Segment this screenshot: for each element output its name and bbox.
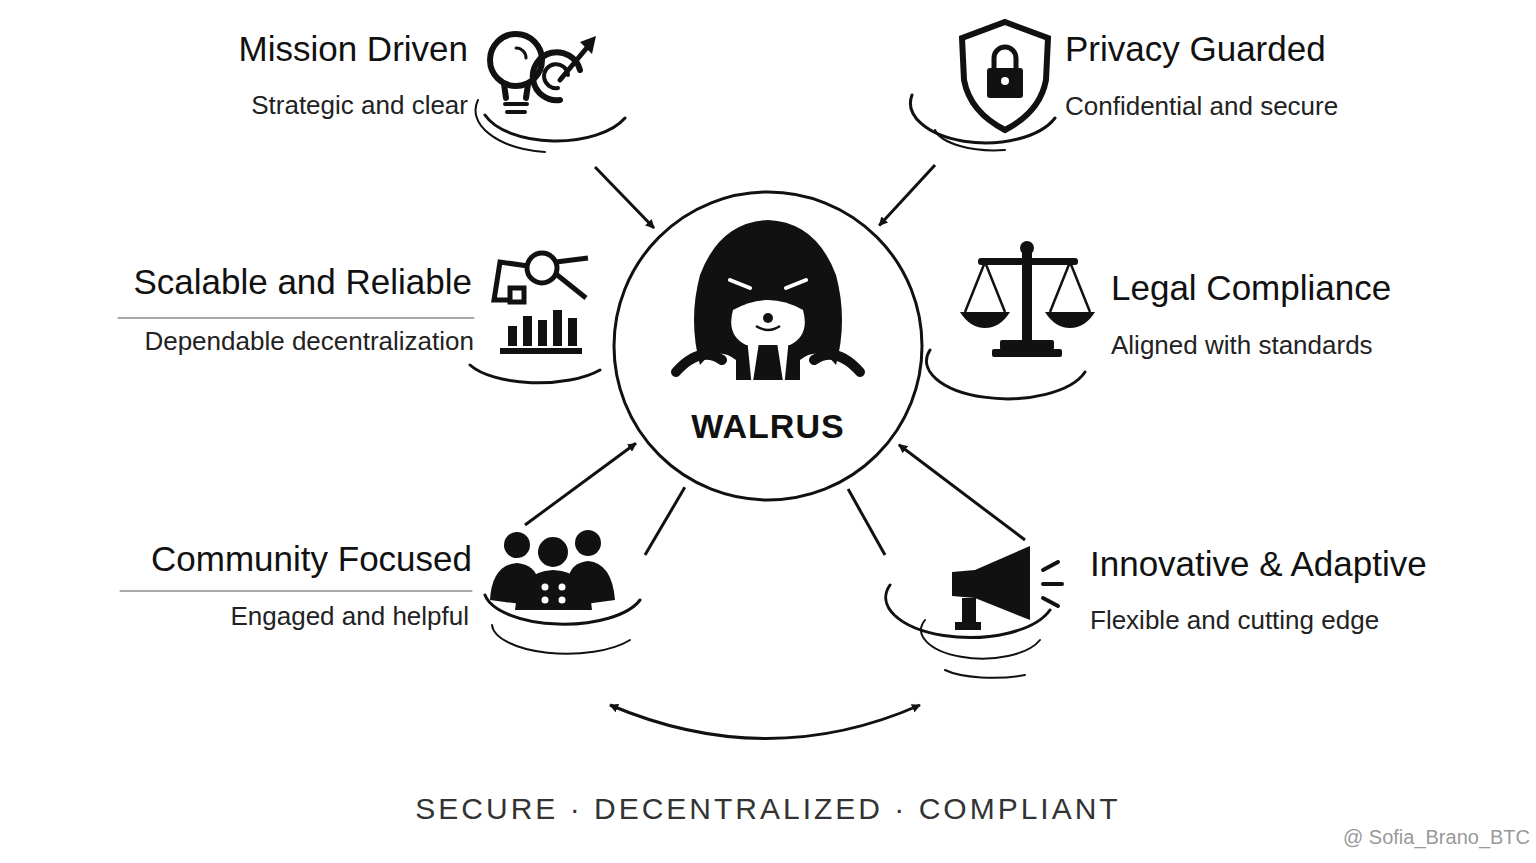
feature-node: Legal ComplianceAligned with standards xyxy=(925,240,1450,390)
link-line xyxy=(848,489,885,555)
node-subtitle: Flexible and cutting edge xyxy=(1090,605,1379,636)
node-subtitle: Strategic and clear xyxy=(251,90,468,121)
hub-circle: WALRUS xyxy=(612,190,924,502)
node-subtitle: Dependable decentralization xyxy=(144,326,474,357)
tagline: SECURE · DECENTRALIZED · COMPLIANT xyxy=(0,792,1536,826)
feature-node: Community FocusedEngaged and helpful xyxy=(110,525,645,705)
flow-arrow xyxy=(525,443,636,525)
node-title: Mission Driven xyxy=(239,28,469,70)
node-title: Innovative & Adaptive xyxy=(1090,543,1427,585)
node-subtitle: Confidential and secure xyxy=(1065,91,1338,122)
flow-arrow xyxy=(610,705,920,739)
feature-node: Privacy GuardedConfidential and secure xyxy=(905,15,1395,165)
feature-node: Scalable and ReliableDependable decentra… xyxy=(88,242,620,392)
node-subtitle: Aligned with standards xyxy=(1111,330,1373,361)
watermark: @ Sofia_Brano_BTC xyxy=(1343,826,1530,849)
flow-arrow xyxy=(879,165,935,225)
link-line xyxy=(645,487,685,555)
node-title: Scalable and Reliable xyxy=(133,261,472,303)
hub-outline xyxy=(612,190,924,502)
hub-label: WALRUS xyxy=(612,406,924,447)
node-title: Community Focused xyxy=(151,538,472,580)
flow-arrow xyxy=(899,445,1025,540)
feature-node: Mission DrivenStrategic and clear xyxy=(205,22,635,167)
node-title: Privacy Guarded xyxy=(1065,28,1326,70)
flow-arrow xyxy=(595,167,654,228)
feature-node: Innovative & AdaptiveFlexible and cuttin… xyxy=(885,540,1495,705)
node-subtitle: Engaged and helpful xyxy=(230,601,469,632)
node-title: Legal Compliance xyxy=(1111,267,1391,309)
